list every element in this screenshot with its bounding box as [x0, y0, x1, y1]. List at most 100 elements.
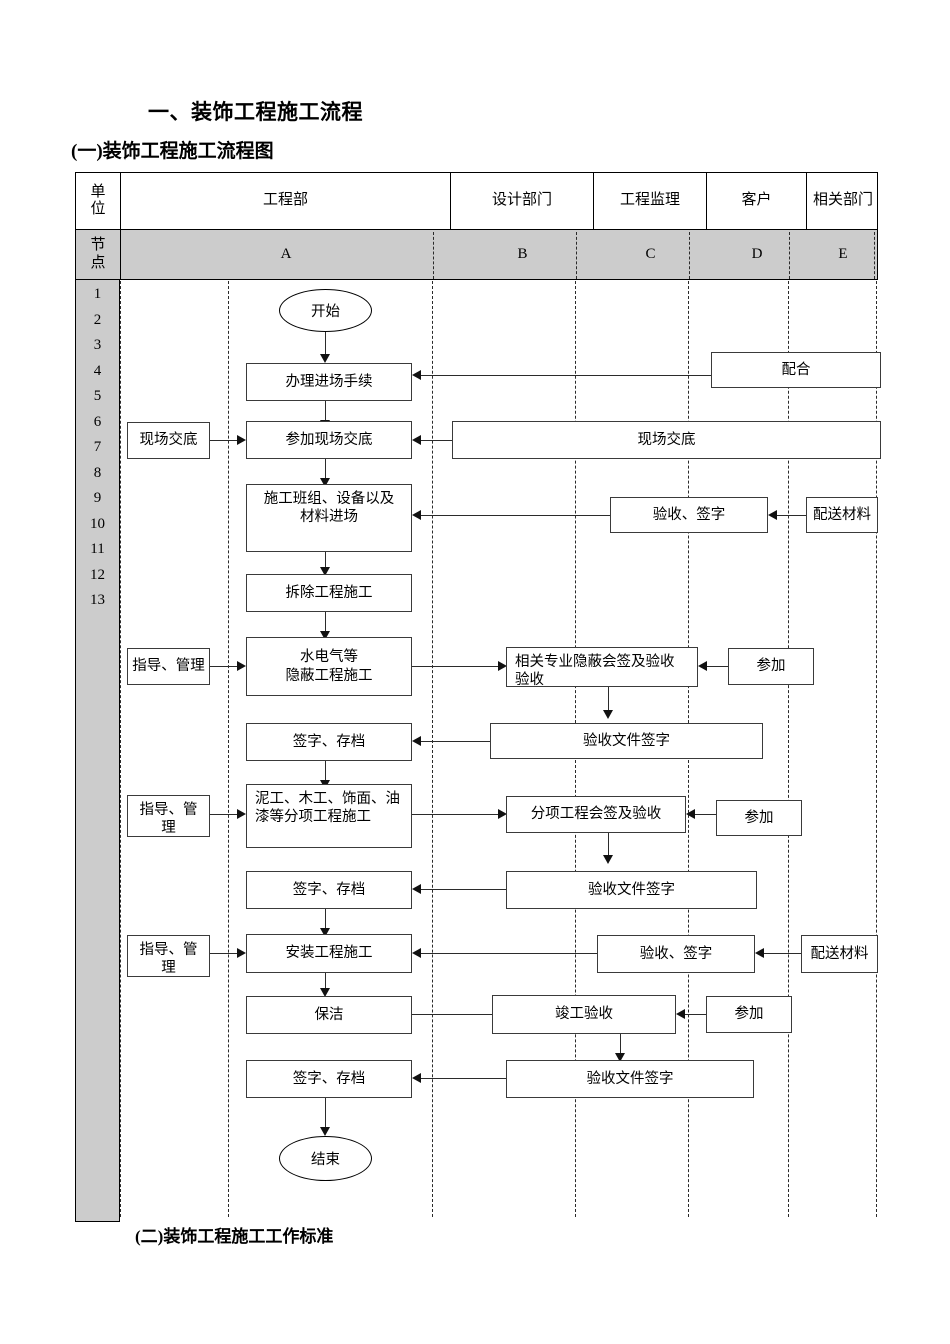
flow-node-qian-zi-cun-dang-1[interactable]: 签字、存档	[246, 723, 412, 761]
flow-node-zhi-dao-guan-li-2[interactable]: 指导、管理	[127, 795, 210, 837]
flow-node-can-jia-3[interactable]: 参加	[706, 996, 792, 1033]
arrowhead-left	[768, 510, 777, 520]
arrowhead-left	[412, 1073, 421, 1083]
connector-n06-to-n07	[325, 761, 326, 783]
flow-node-an-zhuang-gong-cheng[interactable]: 安装工程施工	[246, 934, 412, 973]
header-corner-node-label: 节点	[90, 237, 106, 271]
arrowhead-left	[412, 736, 421, 746]
header-col-kehu: 客户	[707, 173, 807, 229]
connector-e02-to-c02	[764, 953, 801, 954]
flow-node-label: 配送材料	[810, 945, 869, 962]
connector-b01-to-n02	[421, 440, 452, 441]
arrowhead-left	[412, 435, 421, 445]
flow-node-ban-li-jin-chang[interactable]: 办理进场手续	[246, 363, 412, 401]
connector-s03-to-n07	[210, 814, 237, 815]
arrowhead-left	[412, 948, 421, 958]
connector-d03-to-b04	[695, 814, 716, 815]
flow-node-shui-dian-qi[interactable]: 水电气等隐蔽工程施工	[246, 637, 412, 696]
flow-node-label: 参加	[744, 809, 774, 826]
flow-node-label: 竣工验收	[555, 1006, 613, 1023]
header-col-gongchengbu: 工程部	[121, 173, 451, 229]
flow-node-yan-shou-wen-jian-2[interactable]: 验收文件签字	[506, 871, 757, 909]
flow-node-label: 签字、存档	[292, 881, 366, 898]
flow-node-label: 相关专业隐蔽会签及验收验收	[515, 654, 675, 689]
node-number-column	[75, 280, 120, 1222]
flow-node-label: 办理进场手续	[285, 373, 373, 390]
flow-node-chai-chu-gong-cheng[interactable]: 拆除工程施工	[246, 574, 412, 612]
flow-node-yin-bi-hui-qian[interactable]: 相关专业隐蔽会签及验收验收	[506, 647, 698, 689]
connector-e01-to-c01	[777, 515, 806, 516]
flow-node-xian-chang-jiao-di-wide[interactable]: 现场交底	[452, 421, 881, 459]
header-code-b: B	[517, 245, 528, 262]
connector-s04-to-n09	[210, 953, 237, 954]
node-number-list: 1 2 3 4 5 6 7 8 9 10 11 12 13	[75, 282, 120, 614]
section-heading-1: (一)装饰工程施工流程图	[71, 141, 274, 162]
flow-node-yan-shou-wen-jian-3[interactable]: 验收文件签字	[506, 1060, 754, 1098]
flow-start-oval[interactable]: 开始	[279, 289, 372, 332]
flow-node-pei-he[interactable]: 配合	[711, 352, 881, 388]
lane-divider-dash-b-c-head	[576, 232, 577, 279]
page-title: 一、装饰工程施工流程	[148, 100, 363, 124]
flow-node-zhi-dao-guan-li-3[interactable]: 指导、管理	[127, 935, 210, 977]
flow-node-xian-chang-jiao-di-left[interactable]: 现场交底	[127, 422, 210, 459]
header-row-code: 节点 A B C D E	[75, 229, 878, 280]
flow-node-label: 验收文件签字	[586, 1070, 674, 1087]
arrowhead-right	[237, 809, 246, 819]
arrowhead-down	[320, 631, 330, 640]
connector-n01-to-n02	[325, 401, 326, 423]
connector-b06-to-b07	[620, 1034, 621, 1056]
flow-node-can-jia-1[interactable]: 参加	[728, 648, 814, 685]
header-row-unit: 单位 工程部 设计部门 工程监理 客户 相关部门	[75, 172, 878, 229]
node-number: 4	[93, 362, 102, 379]
flow-node-pei-song-cai-liao-2[interactable]: 配送材料	[801, 935, 878, 973]
header-col-gongchengjianli: 工程监理	[594, 173, 707, 229]
arrowhead-down	[603, 855, 613, 864]
header-corner-node: 节点	[76, 230, 121, 279]
flow-node-qian-zi-cun-dang-3[interactable]: 签字、存档	[246, 1060, 412, 1098]
flow-start-label: 开始	[311, 304, 340, 320]
flow-node-qian-zi-cun-dang-2[interactable]: 签字、存档	[246, 871, 412, 909]
connector-n07-to-b04	[412, 814, 498, 815]
lane-divider-dash-e-end-head	[874, 232, 875, 279]
flow-node-jun-gong-yan-shou[interactable]: 竣工验收	[492, 995, 676, 1034]
node-number: 8	[93, 464, 102, 481]
connector-b04-to-b05	[608, 833, 609, 858]
flow-node-label: 验收文件签字	[583, 732, 670, 749]
flow-node-can-jia-2[interactable]: 参加	[716, 800, 802, 836]
header-corner-unit-label: 单位	[90, 183, 106, 217]
node-number: 6	[93, 413, 102, 430]
arrowhead-right	[237, 948, 246, 958]
flow-node-label: 指导、管理	[139, 942, 198, 977]
flow-node-label: 现场交底	[637, 431, 696, 448]
connector-n04-to-n05	[325, 612, 326, 634]
header-code-d: D	[751, 245, 763, 262]
flow-node-pei-song-cai-liao-1[interactable]: 配送材料	[806, 497, 878, 533]
flow-node-ni-gong-mu-gong[interactable]: 泥工、木工、饰面、油漆等分项工程施工	[246, 784, 412, 848]
flow-node-bao-jie[interactable]: 保洁	[246, 996, 412, 1034]
arrowhead-right	[498, 661, 507, 671]
connector-n10-to-b06	[412, 1014, 494, 1015]
flow-node-fen-xiang-hui-qian[interactable]: 分项工程会签及验收	[506, 796, 686, 833]
lane-divider-e-right	[876, 281, 877, 1217]
arrowhead-left	[412, 510, 421, 520]
connector-peihe-to-n01	[421, 375, 711, 376]
arrowhead-right	[498, 809, 507, 819]
flow-node-zhi-dao-guan-li-1[interactable]: 指导、管理	[127, 648, 210, 685]
flow-node-yan-shou-qian-zi-1[interactable]: 验收、签字	[610, 497, 768, 533]
flow-node-label: 签字、存档	[292, 733, 366, 750]
flow-node-shi-gong-ban-zu[interactable]: 施工班组、设备以及材料进场	[246, 484, 412, 552]
flow-node-label: 签字、存档	[292, 1070, 366, 1087]
arrowhead-left	[676, 1009, 685, 1019]
node-number: 5	[93, 388, 102, 404]
flow-end-oval[interactable]: 结束	[279, 1136, 372, 1181]
flow-node-label: 指导、管理	[139, 802, 198, 837]
connector-c02-to-n09	[421, 953, 597, 954]
section-heading-2: (二)装饰工程施工工作标准	[135, 1227, 334, 1246]
lane-divider-a-inner	[228, 281, 229, 1217]
flow-node-yan-shou-wen-jian-1[interactable]: 验收文件签字	[490, 723, 763, 759]
connector-b05-to-n08	[421, 889, 506, 890]
lane-divider-dash-d-e-head	[789, 232, 790, 279]
flow-node-yan-shou-qian-zi-2[interactable]: 验收、签字	[597, 935, 755, 973]
flow-node-can-jia-xian-chang-jiao-di[interactable]: 参加现场交底	[246, 421, 412, 459]
node-number: 12	[90, 566, 105, 583]
